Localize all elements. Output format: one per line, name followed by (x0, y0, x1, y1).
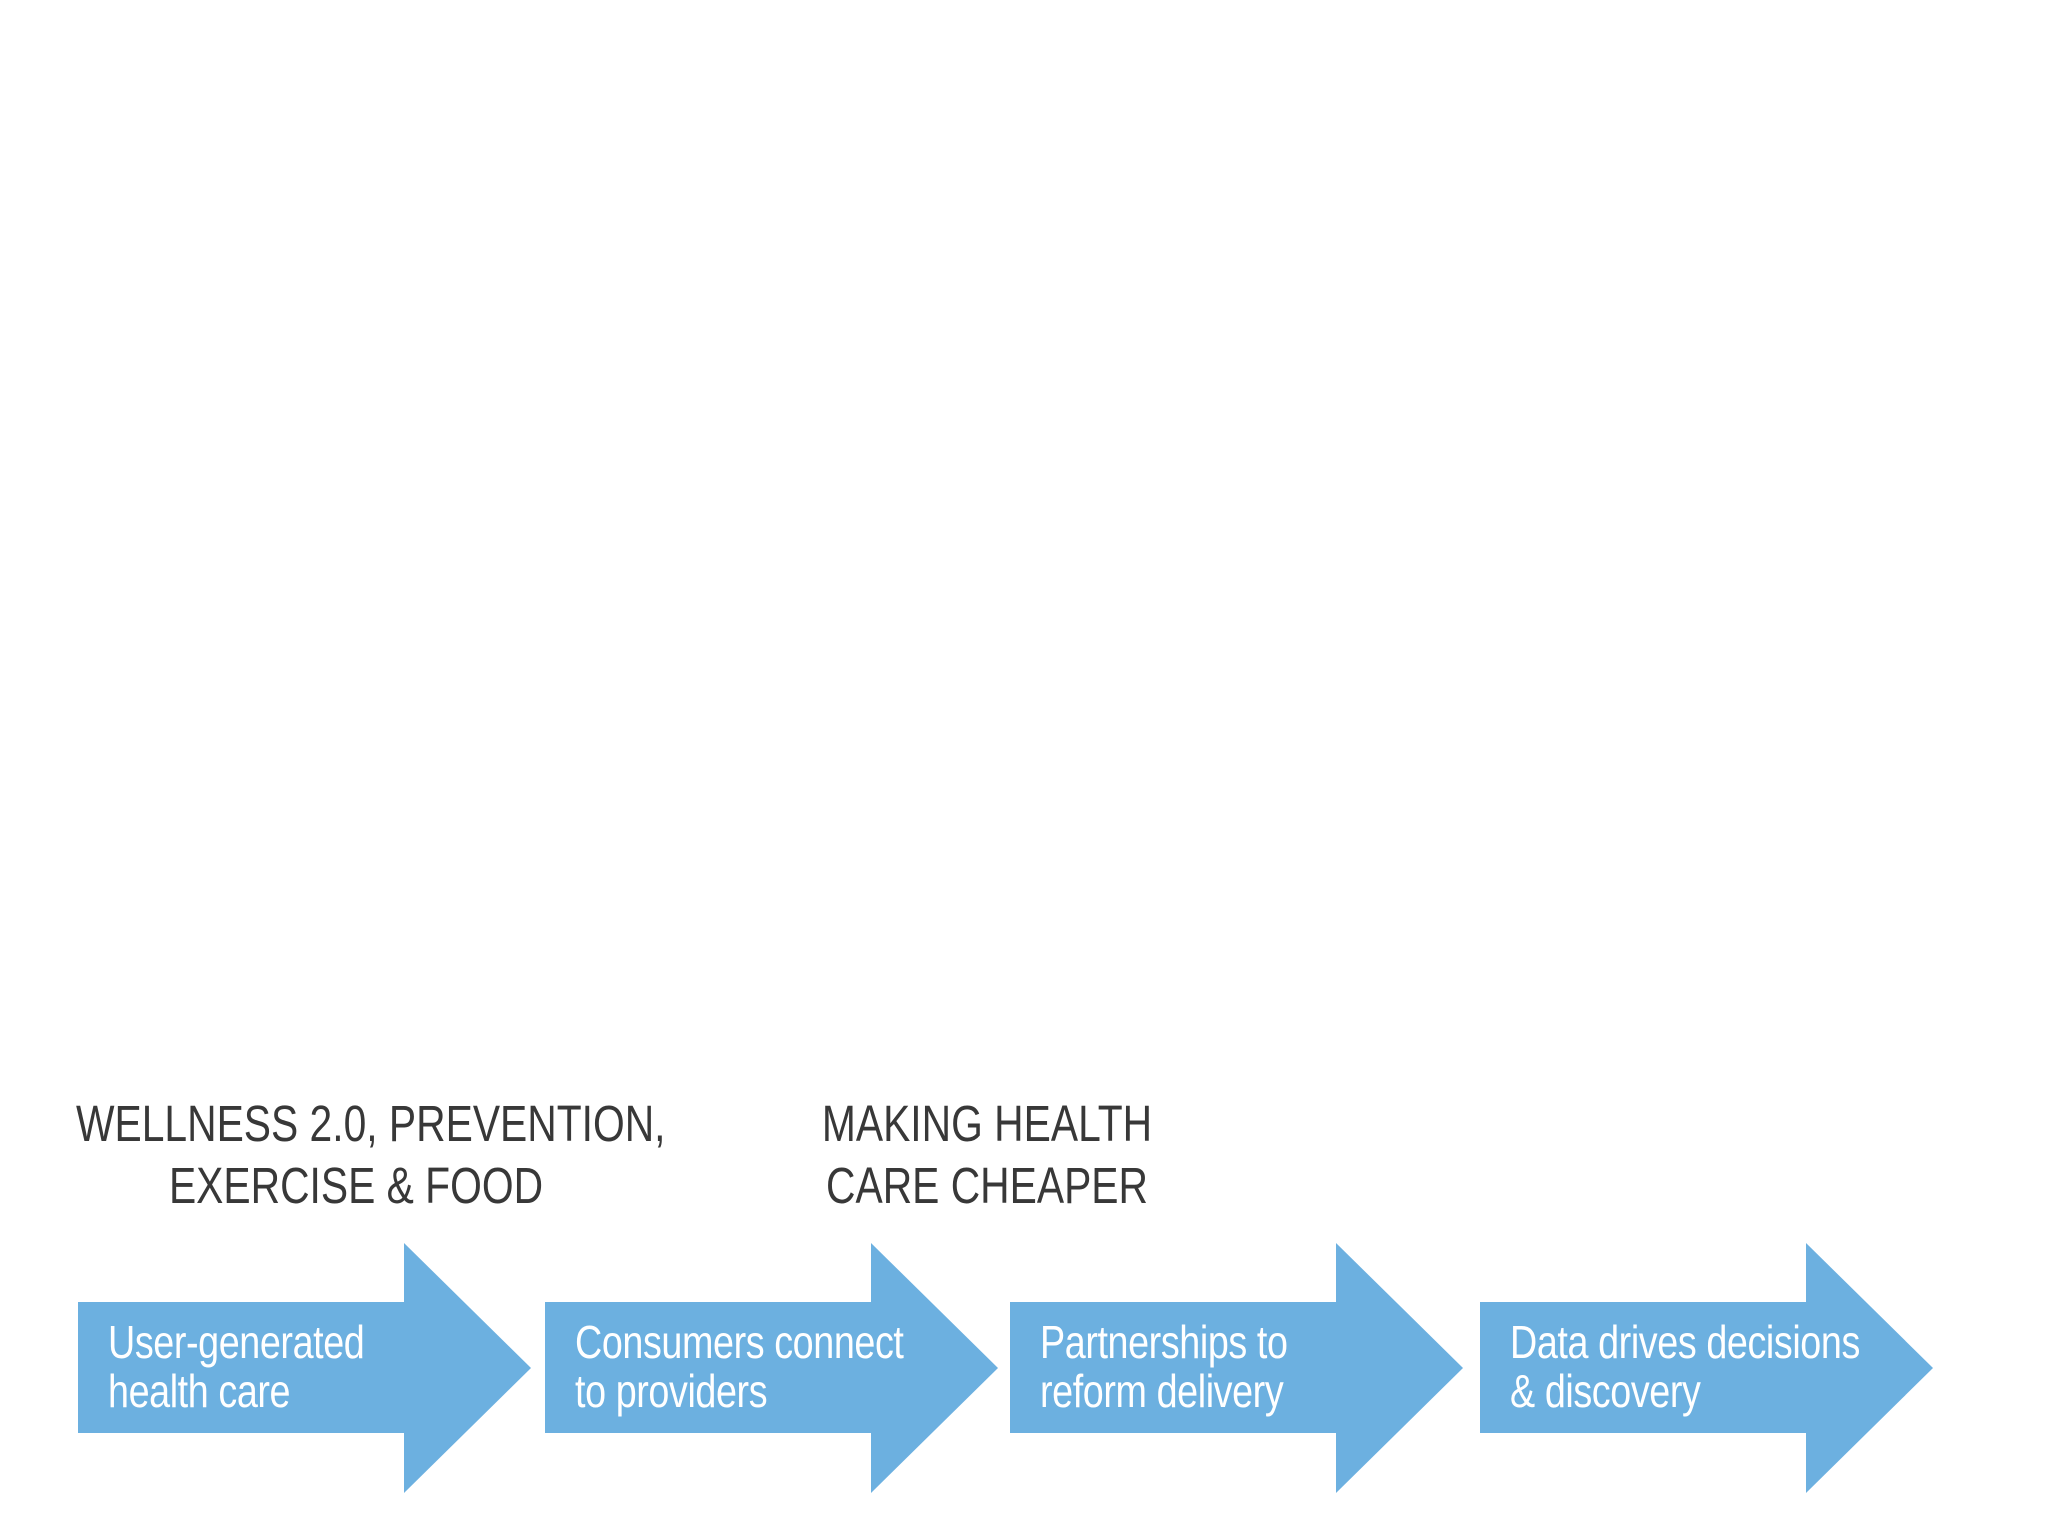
arrow-body (78, 1302, 404, 1433)
arrow-label: User-generated health care (108, 1316, 365, 1417)
arrow-label: Data drives decisions & discovery (1510, 1318, 1860, 1416)
arrow-label: Partnerships to reform delivery (1040, 1318, 1288, 1416)
arrow-head-triangle (1806, 1243, 1933, 1493)
heading-wellness-prevention: WELLNESS 2.0, PREVENTION, EXERCISE & FOO… (76, 1093, 666, 1217)
arrow-label-line: User-generated (108, 1316, 365, 1368)
arrow-label-line: & discovery (1510, 1365, 1701, 1417)
heading-line: WELLNESS 2.0, PREVENTION, (76, 1095, 666, 1152)
arrow-label: Consumers connect to providers (575, 1316, 904, 1417)
arrow-head-triangle (1336, 1243, 1463, 1493)
heading-line: MAKING HEALTH (821, 1095, 1153, 1152)
heading-line: CARE CHEAPER (826, 1157, 1148, 1214)
arrow-body (545, 1302, 871, 1433)
arrow-label-line: Data drives decisions (1510, 1316, 1860, 1368)
arrow-label-line: to providers (575, 1365, 768, 1417)
arrow-head-triangle (404, 1243, 531, 1493)
heading-line: EXERCISE & FOOD (168, 1157, 544, 1214)
heading-making-health-care-cheaper: MAKING HEALTH CARE CHEAPER (707, 1093, 1267, 1217)
arrow-label-line: Partnerships to (1040, 1316, 1288, 1368)
arrow-label-line: health care (108, 1365, 291, 1417)
arrow-label-line: reform delivery (1040, 1365, 1284, 1417)
arrow-body (1480, 1302, 1806, 1433)
arrow-head-triangle (871, 1243, 998, 1493)
arrow-label-line: Consumers connect (575, 1316, 904, 1368)
arrow-body (1010, 1302, 1336, 1433)
